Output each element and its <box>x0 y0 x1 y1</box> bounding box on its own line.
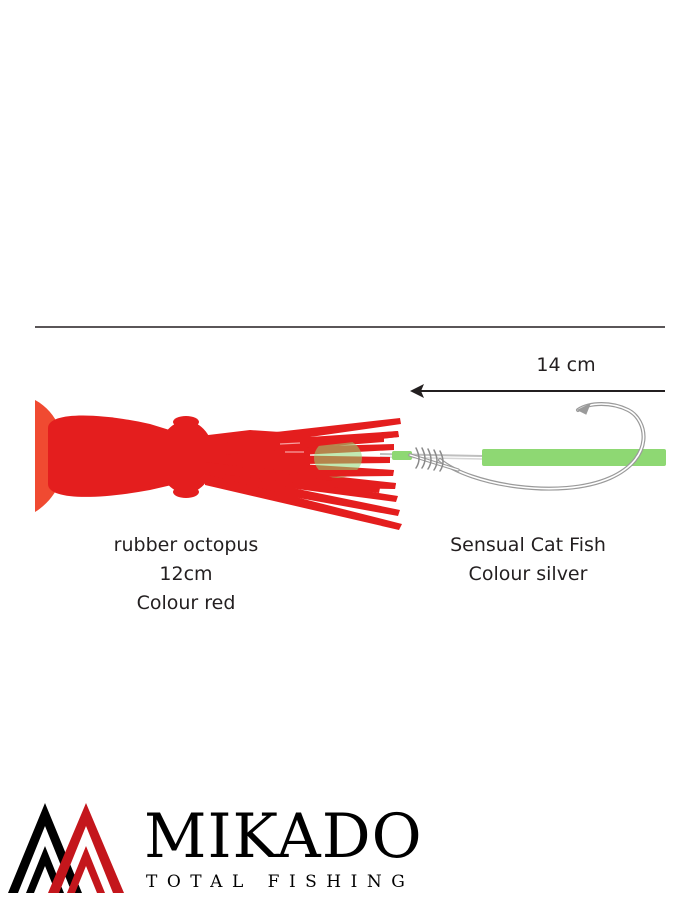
mikado-logo-icon <box>8 803 124 893</box>
hook-name: Sensual Cat Fish <box>450 534 606 556</box>
hook-caption: Sensual Cat Fish Colour silver <box>416 531 640 589</box>
octopus-name: rubber octopus <box>113 534 259 556</box>
octopus-size: 12cm <box>159 563 213 585</box>
brand-tagline: TOTAL FISHING <box>146 872 415 892</box>
octopus-caption: rubber octopus 12cm Colour red <box>86 531 286 618</box>
brand-name: MIKADO <box>144 801 423 872</box>
dimension-arrow <box>410 384 665 398</box>
hook-icon <box>408 402 646 491</box>
octopus-colour: Colour red <box>136 592 236 614</box>
hook-colour: Colour silver <box>468 563 588 585</box>
rubber-octopus-icon <box>35 400 402 530</box>
dimension-label: 14 cm <box>536 354 596 376</box>
